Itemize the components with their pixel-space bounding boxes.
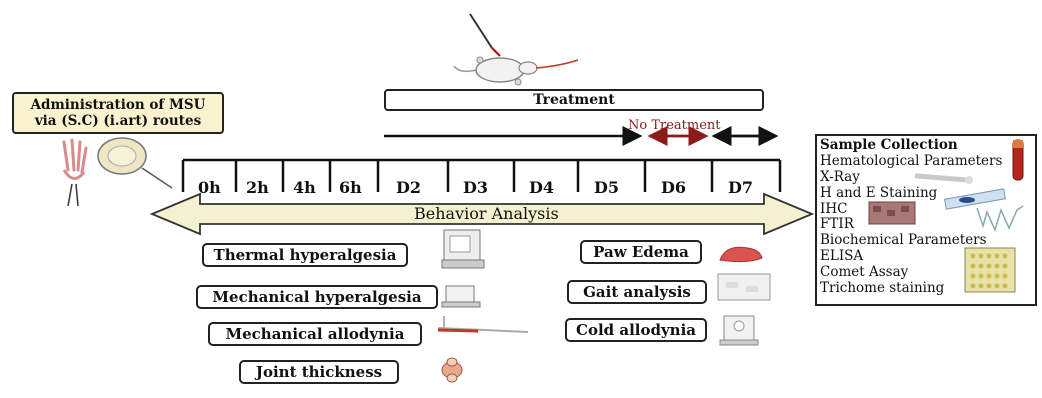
gait-walkway-icon bbox=[718, 274, 770, 300]
left-apparatus-icons bbox=[438, 228, 538, 398]
no-treatment-label: No Treatment bbox=[628, 118, 721, 133]
timepoint-d6: D6 bbox=[661, 178, 686, 197]
blood-tube-icon bbox=[1013, 140, 1023, 180]
test-label: Mechanical allodynia bbox=[226, 325, 405, 343]
ihc-tissue-icon bbox=[869, 202, 915, 224]
timepoint-d7: D7 bbox=[728, 178, 753, 197]
timepoint-d2: D2 bbox=[396, 178, 421, 197]
test-gait-analysis: Gait analysis bbox=[567, 280, 707, 304]
von-frey-filament-icon bbox=[438, 316, 528, 332]
timepoint-d5: D5 bbox=[594, 178, 619, 197]
elisa-plate-icon bbox=[965, 248, 1015, 292]
xray-bone-icon bbox=[917, 176, 973, 184]
joint-icon bbox=[442, 358, 462, 382]
timepoint-2h: 2h bbox=[246, 178, 269, 197]
test-mechanical-allodynia: Mechanical allodynia bbox=[208, 322, 422, 346]
sample-collection-panel: Sample Collection Hematological Paramete… bbox=[815, 134, 1037, 306]
test-label: Paw Edema bbox=[593, 243, 689, 261]
test-label: Thermal hyperalgesia bbox=[214, 246, 397, 264]
test-thermal-hyperalgesia: Thermal hyperalgesia bbox=[202, 243, 408, 267]
test-label: Cold allodynia bbox=[576, 321, 696, 339]
test-paw-edema: Paw Edema bbox=[580, 240, 702, 264]
cold-plate-icon bbox=[720, 316, 758, 345]
timepoint-d4: D4 bbox=[529, 178, 554, 197]
ftir-spectrum-icon bbox=[977, 206, 1023, 230]
glass-slide-icon bbox=[945, 189, 1006, 209]
paw-edema-icon bbox=[720, 247, 762, 261]
timepoint-d3: D3 bbox=[463, 178, 488, 197]
timepoint-6h: 6h bbox=[339, 178, 362, 197]
test-mechanical-hyperalgesia: Mechanical hyperalgesia bbox=[196, 285, 438, 309]
test-label: Joint thickness bbox=[256, 363, 382, 381]
test-label: Mechanical hyperalgesia bbox=[212, 288, 421, 306]
hot-plate-icon bbox=[442, 230, 484, 268]
behavior-analysis-label: Behavior Analysis bbox=[414, 204, 559, 223]
sample-panel-icons bbox=[817, 136, 1035, 304]
von-frey-device-icon bbox=[442, 286, 480, 307]
timepoint-0h: 0h bbox=[198, 178, 221, 197]
timepoint-4h: 4h bbox=[293, 178, 316, 197]
test-label: Gait analysis bbox=[583, 283, 691, 301]
test-cold-allodynia: Cold allodynia bbox=[565, 318, 707, 342]
test-joint-thickness: Joint thickness bbox=[239, 360, 399, 384]
right-apparatus-icons bbox=[712, 234, 782, 354]
